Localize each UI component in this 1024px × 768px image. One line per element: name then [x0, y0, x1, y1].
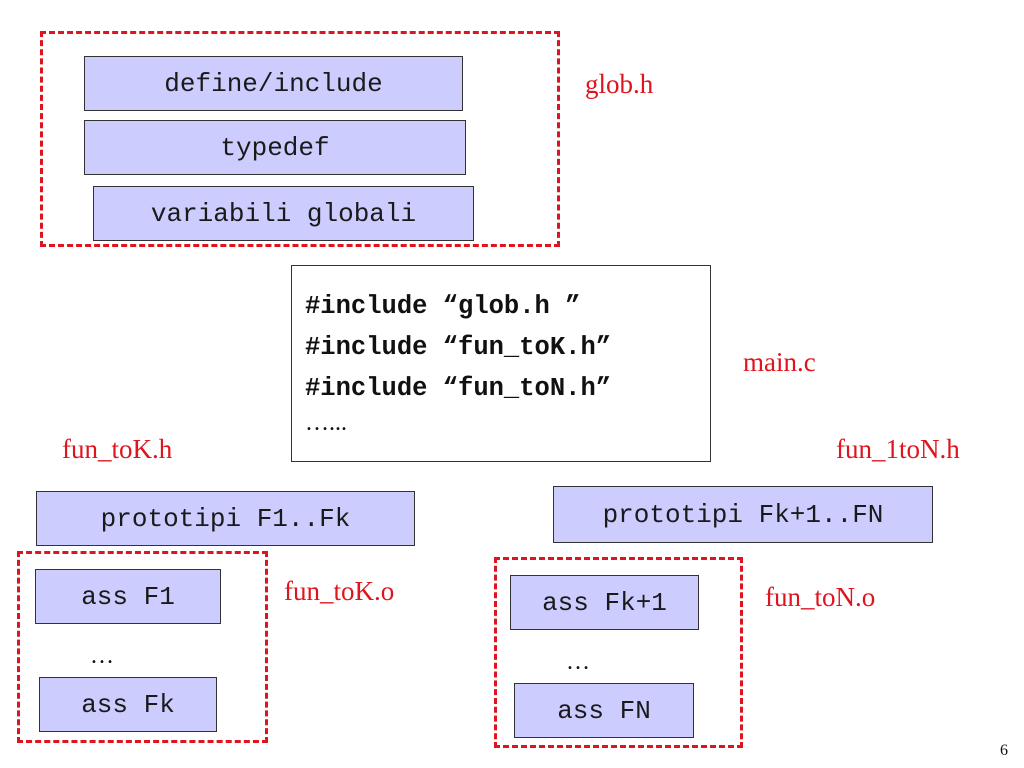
include-fun-tok-line: #include “fun_toK.h”: [305, 333, 612, 362]
ass-fk-plus-1-box: ass Fk+1: [510, 575, 699, 630]
page-number: 6: [1000, 742, 1008, 759]
ass-f1-box: ass F1: [35, 569, 221, 624]
define-include-box: define/include: [84, 56, 463, 111]
ass-fk-box: ass Fk: [39, 677, 217, 732]
glob-h-label: glob.h: [585, 69, 654, 99]
fun-tok-h-label: fun_toK.h: [62, 434, 173, 464]
ass-fn-box: ass FN: [514, 683, 694, 738]
fun-tok-o-group-outline: [17, 551, 268, 743]
fun-ton-o-label: fun_toN.o: [765, 582, 876, 612]
include-fun-ton-line: #include “fun_toN.h”: [305, 374, 612, 403]
global-variables-box: variabili globali: [93, 186, 474, 241]
code-ellipsis: …...: [305, 410, 347, 436]
typedef-box: typedef: [84, 120, 466, 175]
glob-h-group-outline: [40, 31, 560, 247]
prototypes-f1-fk-box: prototipi F1..Fk: [36, 491, 415, 546]
fun-ton-o-group-outline: [494, 557, 743, 748]
right-module-ellipsis: …: [566, 649, 590, 675]
main-c-code-box: #include “glob.h ” #include “fun_toK.h” …: [291, 265, 711, 462]
fun-1ton-h-label: fun_1toN.h: [836, 434, 960, 464]
prototypes-fk1-fn-box: prototipi Fk+1..FN: [553, 486, 933, 543]
left-module-ellipsis: …: [90, 643, 114, 669]
include-glob-line: #include “glob.h ”: [305, 292, 581, 321]
main-c-label: main.c: [743, 347, 816, 377]
fun-tok-o-label: fun_toK.o: [284, 576, 395, 606]
